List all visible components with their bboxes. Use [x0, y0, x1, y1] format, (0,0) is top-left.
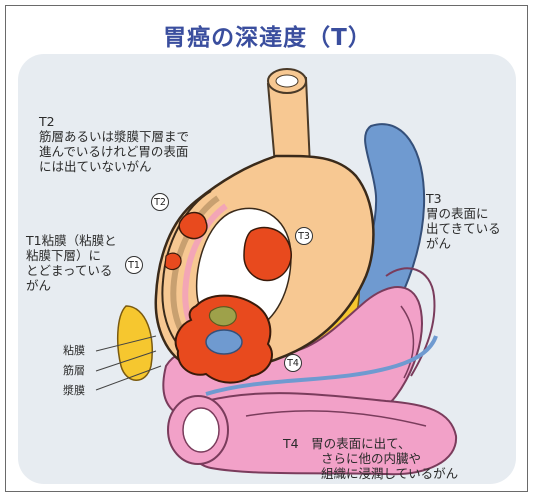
- t1-label: T1粘膜（粘膜と 粘膜下層）に とどまっている がん: [26, 233, 117, 293]
- esophagus-lumen: [276, 75, 298, 87]
- figure-frame: 胃癌の深達度（T）: [5, 5, 528, 492]
- badge-t1: T1: [125, 256, 143, 274]
- badge-t2: T2: [151, 193, 169, 211]
- layer-label-mucosa: 粘膜: [63, 344, 85, 357]
- t3-line-3: がん: [426, 236, 501, 251]
- t2-line-2: 進んでいるけれど胃の表面: [39, 144, 189, 159]
- tumor-t4-fat: [209, 307, 236, 326]
- badge-t4: T4: [284, 354, 302, 372]
- t3-line-2: 出てきている: [426, 221, 501, 236]
- t2-label: T2 筋層あるいは漿膜下層まで 進んでいるけれど胃の表面 には出ていないがん: [39, 114, 189, 174]
- colon-lumen: [183, 408, 219, 452]
- t1-line-3: とどまっている: [26, 263, 117, 278]
- t3-line-1: 胃の表面に: [426, 206, 501, 221]
- tumor-t4-core: [206, 330, 242, 354]
- t4-line-1: T4 胃の表面に出て、: [283, 436, 458, 451]
- yellow-fat-left: [118, 306, 153, 380]
- tumor-t1-small: [165, 253, 181, 269]
- t1-line-2: 粘膜下層）に: [26, 248, 117, 263]
- tumor-t2: [179, 213, 207, 239]
- t4-label: T4 胃の表面に出て、 さらに他の内臓や 組織に浸潤しているがん: [283, 436, 458, 481]
- badge-t3: T3: [295, 227, 313, 245]
- layer-label-serosa: 漿膜: [63, 384, 85, 397]
- t4-line-2: さらに他の内臓や: [283, 451, 458, 466]
- t4-line-3: 組織に浸潤しているがん: [283, 466, 458, 481]
- t2-heading: T2: [39, 114, 189, 129]
- t1-line-4: がん: [26, 278, 117, 293]
- tumor-t3: [244, 228, 291, 281]
- t1-line-1: T1粘膜（粘膜と: [26, 233, 117, 248]
- t3-label: T3 胃の表面に 出てきている がん: [426, 191, 501, 251]
- t2-line-1: 筋層あるいは漿膜下層まで: [39, 129, 189, 144]
- t3-heading: T3: [426, 191, 501, 206]
- t2-line-3: には出ていないがん: [39, 159, 189, 174]
- layer-label-muscle: 筋層: [63, 364, 85, 377]
